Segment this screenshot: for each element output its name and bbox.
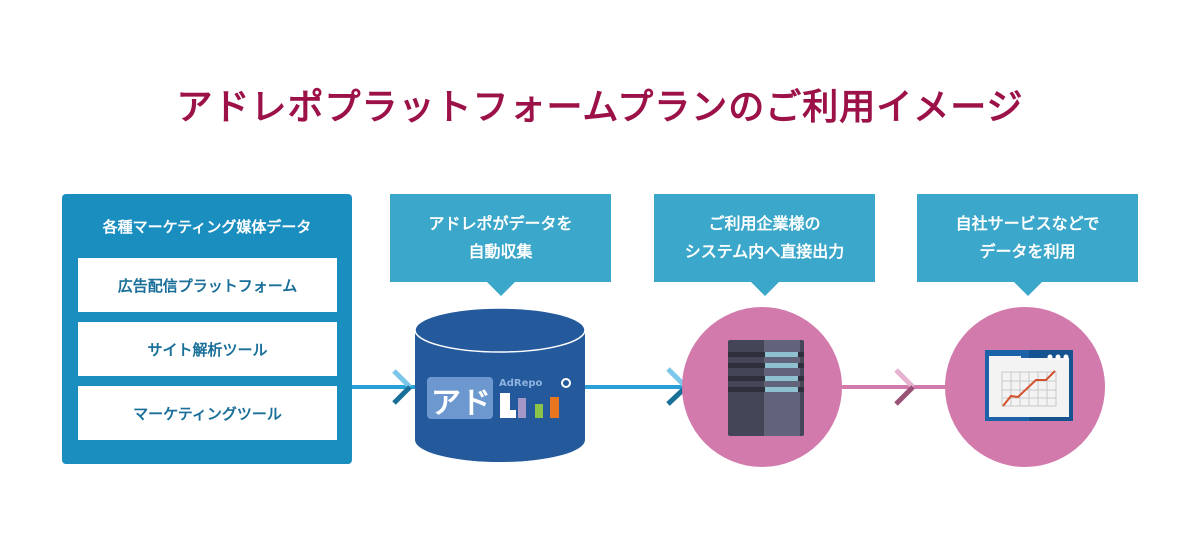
svg-text:アド: アド	[431, 386, 491, 421]
arrow-to-system	[585, 367, 690, 406]
callout-direct-output: ご利用企業様のシステム内へ直接出力	[654, 194, 875, 296]
source-marketing-tool: マーケティングツール	[78, 386, 337, 440]
callout-line: システム内へ直接出力	[684, 242, 845, 261]
callout-use-data: 自社サービスなどでデータを利用	[917, 194, 1138, 296]
page-title: アドレポプラットフォームプランのご利用イメージ	[176, 87, 1024, 128]
callout-line: ご利用企業様の	[708, 214, 821, 233]
database-icon: アド AdRepo	[414, 307, 586, 462]
server-icon	[682, 307, 842, 467]
chart-window-icon	[945, 307, 1105, 467]
arrow-to-database	[352, 369, 416, 405]
source-ad-platform: 広告配信プラットフォーム	[78, 258, 337, 312]
arrow-to-service	[842, 368, 948, 406]
data-sources-panel: 各種マーケティング媒体データ 広告配信プラットフォーム サイト解析ツール マーケ…	[62, 194, 352, 464]
data-sources-header: 各種マーケティング媒体データ	[102, 218, 312, 236]
source-site-analytics: サイト解析ツール	[78, 322, 337, 376]
callout-line: 自動収集	[468, 242, 533, 261]
callout-line: データを利用	[979, 242, 1076, 261]
callout-line: 自社サービスなどで	[955, 214, 1100, 233]
svg-text:AdRepo: AdRepo	[499, 378, 543, 389]
callout-line: アドレポがデータを	[428, 214, 573, 233]
callout-auto-collect: アドレポがデータを自動収集	[390, 194, 611, 296]
